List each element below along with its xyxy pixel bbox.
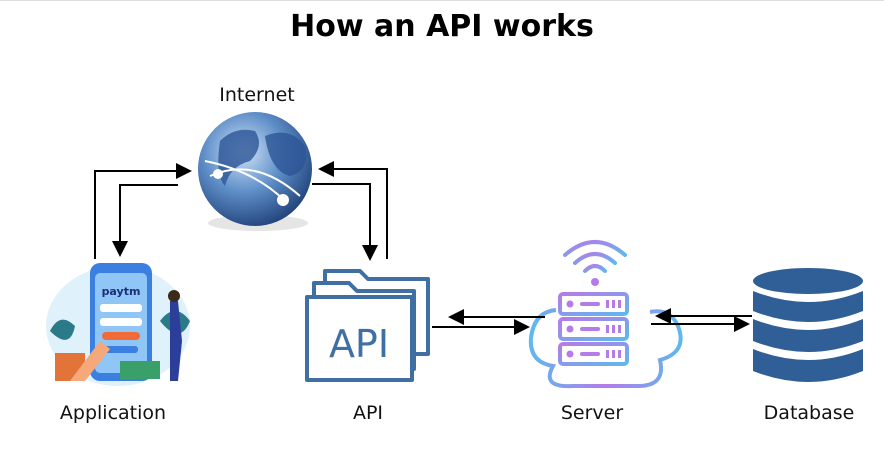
cloud-server-icon — [528, 240, 683, 389]
globe-icon — [198, 112, 312, 231]
application-illustration: paytm — [46, 263, 190, 386]
diagram-title: How an API works — [290, 9, 594, 44]
api-label: API — [352, 402, 384, 424]
server-label: Server — [560, 402, 624, 424]
internet-label: Internet — [219, 84, 295, 106]
application-label: Application — [59, 402, 167, 424]
database-label: Database — [763, 402, 855, 424]
api-icon-text: API — [329, 322, 389, 366]
api-folders-icon: API — [305, 269, 430, 382]
connector-arrows — [94, 161, 752, 335]
database-cylinder-icon — [753, 268, 863, 382]
arrow-api-to-internet — [318, 161, 388, 259]
arrow-internet-to-app — [112, 184, 178, 257]
arrow-app-to-internet — [94, 163, 192, 259]
arrow-internet-to-api — [312, 183, 378, 261]
paytm-logo: paytm — [102, 285, 141, 298]
